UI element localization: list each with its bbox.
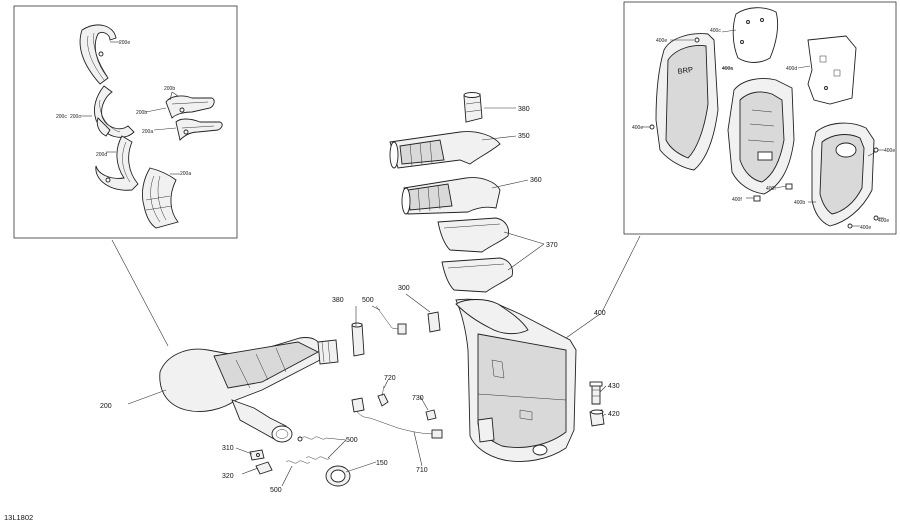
- inset-right-label-j: 400e: [878, 218, 889, 224]
- callout-labels: 380 350 360 370 200 380 500 300 400 430 …: [100, 106, 620, 494]
- muffler-400: [455, 298, 577, 462]
- clip-400f-1: [785, 183, 793, 190]
- sensor-720: [377, 385, 389, 407]
- grommet-420: [589, 409, 605, 427]
- heat-shield-370: [437, 217, 513, 293]
- leader-lines: [127, 107, 607, 487]
- inset-left-label-a: 200e: [119, 40, 130, 46]
- label-370: 370: [546, 242, 558, 249]
- pipe-360: [401, 177, 501, 215]
- screw-400e-2: [649, 124, 655, 130]
- resonator-200: [159, 337, 339, 443]
- inset-left-label-b: 200c: [70, 114, 81, 120]
- label-200: 200: [100, 403, 112, 410]
- label-300: 300: [398, 285, 410, 292]
- label-400: 400: [594, 310, 606, 317]
- inset-heat-shield-detail: 200e 200c 200d 200a 200b 200b 200a 200c: [13, 5, 238, 239]
- inset-left-label-g: 200a: [142, 129, 153, 135]
- label-150: 150: [376, 460, 388, 467]
- spring-500-c: [285, 460, 311, 464]
- rod-500-upper: [375, 305, 407, 335]
- label-430: 430: [608, 383, 620, 390]
- screw-400e-3: [873, 147, 879, 153]
- inset-muffler-housing-detail: BRP 400c 400e 400a 400d 4: [623, 1, 897, 235]
- inset-right-label-i: 400b: [794, 200, 805, 206]
- clip-320: [255, 461, 273, 475]
- label-710: 710: [416, 467, 428, 474]
- gasket-400c: [732, 7, 779, 63]
- sleeve-380-top: [463, 92, 483, 123]
- inset-link-right: [601, 235, 641, 313]
- spring-500-b: [305, 456, 331, 460]
- label-380-top: 380: [518, 106, 530, 113]
- spring-500-a: [297, 436, 327, 442]
- label-420: 420: [608, 411, 620, 418]
- shield-piece-200a: [141, 167, 179, 229]
- label-720: 720: [384, 375, 396, 382]
- inset-right-label-h: 400f: [732, 197, 742, 203]
- inset-right-label-g: 400f: [766, 186, 776, 192]
- inset-left-label-c: 200d: [96, 152, 107, 158]
- clamp-300: [427, 311, 441, 333]
- label-320: 320: [222, 473, 234, 480]
- drawing-code: 13L1802: [4, 513, 33, 522]
- shield-piece-200c: [93, 85, 135, 138]
- label-500-lower: 500: [270, 487, 282, 494]
- brand-mark-text: BRP: [677, 65, 694, 76]
- inset-right-label-b: 400e: [656, 38, 667, 44]
- sleeve-380-lower: [351, 322, 365, 357]
- shield-clip-200b: [165, 95, 223, 141]
- label-730: 730: [412, 395, 424, 402]
- inset-right-label-a: 400c: [710, 28, 721, 34]
- label-350: 350: [518, 133, 530, 140]
- inset-left-label-h: 200c: [56, 114, 67, 120]
- inset-left-label-d: 200a: [180, 171, 191, 177]
- inset-right-label-k: 400e: [860, 225, 871, 231]
- inset-right-label-e: 400e: [632, 125, 643, 131]
- inset-left-label-e: 200b: [164, 86, 175, 92]
- label-380-lower: 380: [332, 297, 344, 304]
- label-310: 310: [222, 445, 234, 452]
- sensor-cable-710: [351, 397, 443, 439]
- bolt-430: [589, 381, 603, 405]
- screw-400e-5: [847, 223, 853, 229]
- inset-right-label-c: 400a: [722, 66, 733, 72]
- exhaust-pipe-350: [389, 131, 501, 169]
- inset-left-label-f: 200b: [136, 110, 147, 116]
- bracket-310: [249, 449, 265, 461]
- label-500-right: 500: [346, 437, 358, 444]
- gasket-ring-150: [325, 465, 351, 487]
- inset-right-label-f: 400e: [884, 148, 895, 154]
- shield-piece-200e: [79, 24, 117, 85]
- gasket-400d: [807, 35, 857, 105]
- label-500-upper: 500: [362, 297, 374, 304]
- inset-link-left: [111, 239, 169, 347]
- shield-piece-200d: [95, 135, 139, 191]
- clip-400f-2: [753, 195, 761, 202]
- nut-730: [425, 409, 437, 421]
- inset-right-label-d: 400d: [786, 66, 797, 72]
- screw-400e-1: [694, 37, 700, 43]
- label-360: 360: [530, 177, 542, 184]
